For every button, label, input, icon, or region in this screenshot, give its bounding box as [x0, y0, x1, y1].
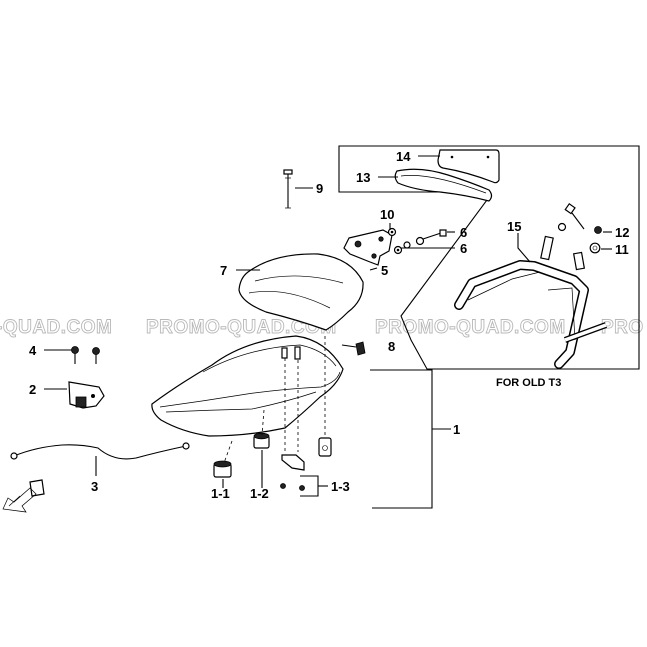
inset-note: FOR OLD T3: [496, 377, 561, 389]
callout-6-lower: 6: [460, 241, 467, 256]
assembly-line-1-1: [223, 440, 233, 464]
watermark: -QUAD.COM PROMO-QUAD.COM PROMO-QUAD.COM …: [0, 317, 644, 339]
callouts: 1 1-1 1-2 1-3 2 3 4 5 6 6 7 8 9 10 11 12…: [29, 149, 629, 501]
callout-1: 1: [453, 422, 460, 437]
part-11-washer: [589, 242, 601, 254]
part-1-3-latch: [280, 346, 332, 491]
part-1-main-seat: [151, 335, 344, 437]
watermark-text-center-1: PROMO-QUAD.COM: [146, 317, 337, 338]
part-13-backrest-pad: [394, 168, 493, 202]
part-8-clip: [355, 341, 366, 356]
part-11-washer-left: [557, 222, 567, 232]
callout-2: 2: [29, 382, 36, 397]
watermark-text-left: -QUAD.COM: [0, 317, 112, 338]
callout-1-3: 1-3: [331, 479, 350, 494]
callout-7: 7: [220, 263, 227, 278]
part-12-nut: [594, 226, 602, 234]
assembly-line-1-2: [261, 409, 265, 436]
part-15-grab-bar: [454, 235, 608, 369]
callout-9: 9: [316, 181, 323, 196]
part-10-nut: [387, 227, 397, 237]
part-3-cable: [10, 442, 190, 460]
part-9-bolt: [283, 169, 293, 209]
part-12-bolt: [564, 202, 585, 230]
callout-1-2: 1-2: [250, 486, 269, 501]
callout-12: 12: [615, 225, 629, 240]
watermark-text-right: PRO: [601, 317, 644, 338]
callout-11: 11: [615, 242, 629, 257]
callout-13: 13: [356, 170, 370, 185]
part-6-screw-lower: [393, 241, 411, 255]
inset-frame: [338, 145, 640, 370]
callout-4: 4: [29, 343, 37, 358]
callout-6-upper: 6: [460, 225, 467, 240]
callout-1-1: 1-1: [211, 486, 230, 501]
part-4-bolts: [71, 346, 100, 364]
part-2-lock-bracket: [68, 381, 105, 409]
watermark-text-center-2: PROMO-QUAD.COM: [375, 317, 566, 338]
part-1-1-damper: [213, 460, 232, 478]
callout-8: 8: [388, 339, 395, 354]
callout-14: 14: [396, 149, 411, 164]
callout-10: 10: [380, 207, 394, 222]
part-3-cable-handle: [2, 479, 45, 513]
part-14-backrest-plate: [437, 149, 500, 184]
callout-3: 3: [91, 479, 98, 494]
part-7-rear-seat: [238, 253, 364, 331]
part-1-2-damper: [253, 432, 270, 449]
part-5-bracket: [343, 229, 393, 266]
part-6-screw-upper: [415, 229, 447, 246]
callout-15: 15: [507, 219, 521, 234]
callout-5: 5: [381, 263, 388, 278]
leader-lines: [44, 155, 612, 509]
